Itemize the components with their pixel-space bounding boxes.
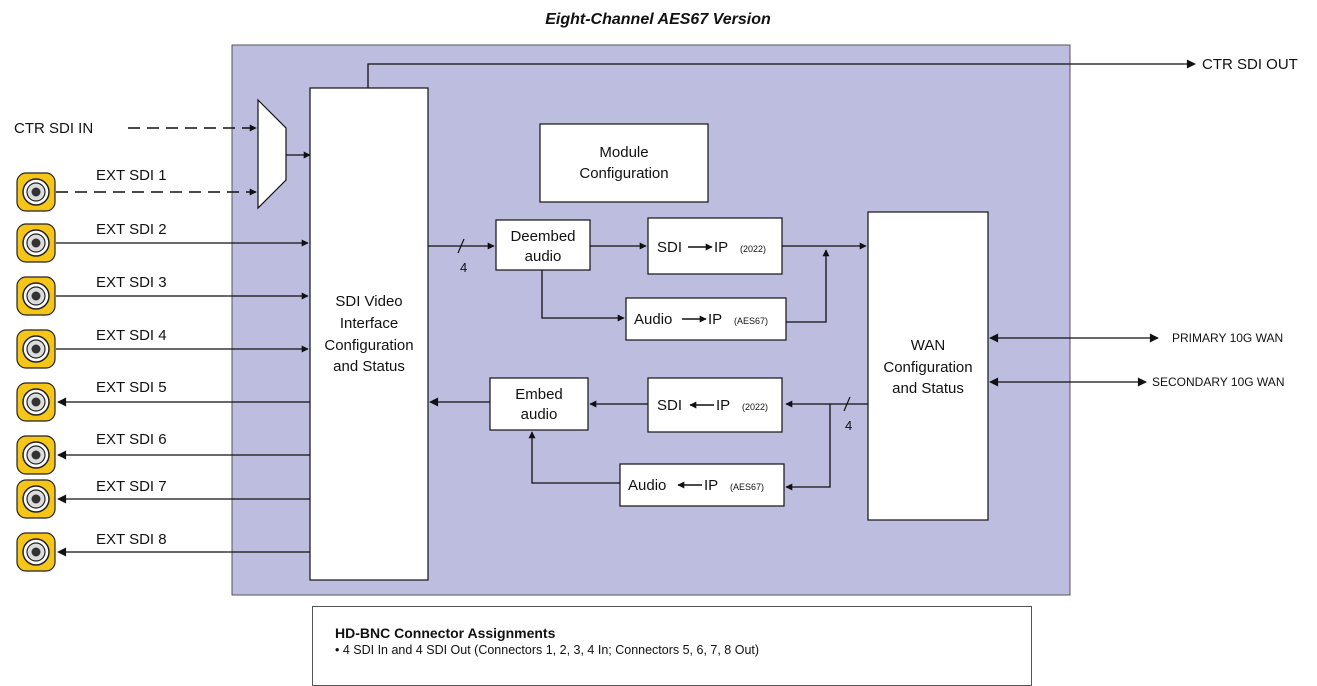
ip-to-sdi-a: SDI (657, 397, 682, 414)
connector-assignments-note: HD-BNC Connector Assignments • 4 SDI In … (312, 606, 1032, 686)
note-line: • 4 SDI In and 4 SDI Out (Connectors 1, … (335, 643, 760, 657)
sdi-to-ip-b: IP (714, 239, 728, 256)
wan-line2: Configuration (883, 359, 972, 376)
connector-5 (16, 382, 56, 422)
tx-bus-slash (457, 238, 465, 254)
sdi-video-line1: SDI Video (335, 293, 402, 310)
wan-to-audioip-rx-line (785, 404, 831, 491)
ip-to-audio-a: Audio (628, 477, 666, 494)
wan-configuration-block (867, 211, 989, 521)
ext-sdi-8-label: EXT SDI 8 (96, 531, 167, 548)
audioip-up-line (786, 249, 830, 323)
audio-to-ip-c: (AES67) (734, 316, 768, 326)
module-configuration-block (539, 123, 709, 203)
deembed-audio-block (495, 219, 591, 271)
rx-bus-slash (843, 396, 851, 412)
diagram-title: Eight-Channel AES67 Version (545, 11, 771, 28)
ext-sdi-6-label: EXT SDI 6 (96, 431, 167, 448)
wan-line3: and Status (892, 380, 964, 397)
secondary-wan-label: SECONDARY 10G WAN (1152, 375, 1284, 389)
ip-to-sdi-b: IP (716, 397, 730, 414)
ext-sdi-3-label: EXT SDI 3 (96, 274, 167, 291)
ext-sdi-1-label: EXT SDI 1 (96, 167, 167, 184)
deembed-to-audioip-line (541, 270, 625, 322)
rx-bus-width: 4 (845, 418, 852, 433)
ext-sdi-4-label: EXT SDI 4 (96, 327, 167, 344)
ext-sdi-5-label: EXT SDI 5 (96, 379, 167, 396)
module-config-line1: Module (599, 144, 648, 161)
audio-to-ip-a: Audio (634, 311, 672, 328)
tx-bus-width: 4 (460, 260, 467, 275)
module-config-line2: Configuration (579, 165, 668, 182)
ctr-out-line (367, 59, 1196, 88)
ip-to-audio-c: (AES67) (730, 482, 764, 492)
audio-to-ip-b: IP (708, 311, 722, 328)
embed-audio-block (489, 377, 589, 431)
audioip-to-embed-line (528, 431, 620, 484)
ctr-sdi-in-label: CTR SDI IN (14, 120, 93, 137)
primary-wan-label: PRIMARY 10G WAN (1172, 331, 1283, 345)
connector-2 (16, 223, 56, 263)
ip-to-sdi-c: (2022) (742, 402, 768, 412)
connector-3 (16, 276, 56, 316)
note-title: HD-BNC Connector Assignments (335, 625, 556, 641)
ip-to-sdi-block (647, 377, 783, 433)
sdi-to-ip-a: SDI (657, 239, 682, 256)
sdi-video-interface-block (309, 87, 429, 581)
sdi-video-line3: Configuration (324, 337, 413, 354)
ext-sdi-7-label: EXT SDI 7 (96, 478, 167, 495)
sdi-to-ip-block (647, 217, 783, 275)
sdi-to-ip-c: (2022) (740, 244, 766, 254)
connector-8 (16, 532, 56, 572)
embed-line2: audio (521, 406, 558, 423)
ctr-sdi-out-label: CTR SDI OUT (1202, 56, 1298, 73)
deembed-line2: audio (525, 248, 562, 265)
connector-1 (16, 172, 56, 212)
sdi-video-line2: Interface (340, 315, 398, 332)
connector-7 (16, 479, 56, 519)
deembed-line1: Deembed (510, 228, 575, 245)
ext-sdi-2-label: EXT SDI 2 (96, 221, 167, 238)
sdi-video-line4: and Status (333, 358, 405, 375)
ip-to-audio-b: IP (704, 477, 718, 494)
embed-line1: Embed (515, 386, 563, 403)
wan-line1: WAN (911, 337, 945, 354)
connector-4 (16, 329, 56, 369)
input-mux (257, 98, 287, 210)
connector-6 (16, 435, 56, 475)
